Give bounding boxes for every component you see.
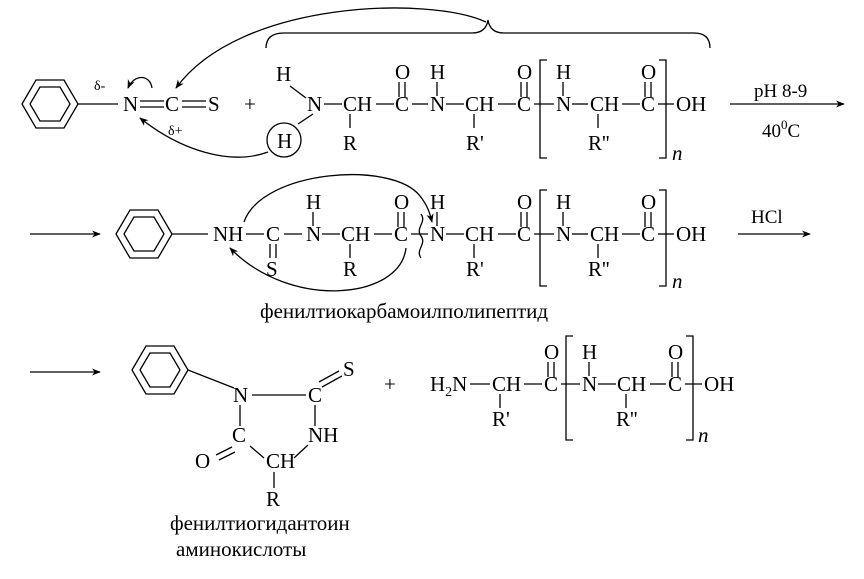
row2-terminal-oh: OH: [676, 222, 706, 246]
isothiocyanate-c-atom: C: [165, 92, 179, 116]
alpha-ch-3: CH: [590, 92, 619, 116]
product-label-line1: фенилтиогидантоин: [170, 511, 350, 535]
row3-amide-n: N: [582, 372, 597, 396]
row3-carbonyl-o-2: O: [668, 340, 683, 364]
plus-sign-2: +: [384, 372, 396, 396]
intermediate-label: фенилтиокарбамоилполипептид: [260, 299, 548, 323]
row2-amide-n-2: N: [430, 222, 445, 246]
repeat-bracket-right-1: [659, 59, 667, 159]
carbonyl-o-1: O: [395, 60, 410, 84]
cyclization-arrow-bottom: [229, 247, 407, 292]
side-chain-r-double-prime-1: R'': [588, 131, 610, 155]
hydantoin-ch: CH: [266, 449, 295, 473]
amide-h-2: H: [556, 60, 571, 84]
row2-alpha-ch-2: CH: [465, 222, 494, 246]
row2-side-chain-r: R: [343, 257, 357, 281]
proton-transfer-arrow: [139, 117, 269, 158]
row3-side-chain-r-prime: R': [492, 407, 510, 431]
thiocarbonyl-s: S: [266, 257, 278, 281]
step1-ph-condition: pH 8-9: [754, 81, 807, 102]
row2-amide-h-3: H: [556, 190, 571, 214]
hydantoin-thione-s: S: [343, 357, 355, 381]
row2-amide-h-1: H: [306, 190, 321, 214]
row2-amide-h-2: H: [430, 190, 445, 214]
free-amine-h2n: H2N: [430, 372, 467, 400]
repeat-n-3: n: [698, 423, 709, 447]
hydantoin-c4: C: [232, 423, 246, 447]
amide-n-1: N: [430, 92, 445, 116]
row2-carbonyl-o-3: O: [641, 190, 656, 214]
row2-side-chain-r-double-prime: R'': [588, 257, 610, 281]
amide-h-1: H: [430, 60, 445, 84]
side-chain-r-prime-1: R': [466, 131, 484, 155]
terminal-oh-1: OH: [676, 92, 706, 116]
row3-alpha-ch-2: CH: [617, 372, 646, 396]
row3-terminal-oh: OH: [704, 372, 734, 396]
alpha-ch-1: CH: [343, 92, 372, 116]
carbonyl-c-1: C: [395, 92, 409, 116]
phenyl-ring-3: [131, 345, 235, 395]
row3-amide-h: H: [582, 340, 597, 364]
carbonyl-o-2: O: [517, 60, 532, 84]
step1-temperature: 400C: [762, 117, 800, 142]
reactive-h-circle: [266, 122, 302, 158]
row2-carbonyl-o-1: O: [394, 190, 409, 214]
cleavage-wavy-line: [418, 213, 424, 259]
carbonyl-c-3: C: [641, 92, 655, 116]
isothiocyanate-s-atom: S: [208, 92, 220, 116]
hydantoin-nh: NH: [308, 423, 338, 447]
side-chain-r-1: R: [343, 131, 357, 155]
delta-plus-charge: δ+: [168, 124, 183, 139]
alpha-ch-2: CH: [465, 92, 494, 116]
repeat-bracket-left-3: [565, 335, 573, 441]
delta-minus-charge: δ-: [94, 79, 106, 94]
carbonyl-c-2: C: [517, 92, 531, 116]
isothiocyanate-n-atom: N: [123, 92, 138, 116]
phenyl-ring-1: [21, 79, 118, 129]
row2-alpha-ch-1: CH: [341, 222, 370, 246]
electron-shift-arrow-small: [127, 76, 153, 89]
step2-reagent: HCl: [751, 207, 783, 228]
row2-carbonyl-c-3: C: [641, 222, 655, 246]
row3-carbonyl-c-1: C: [544, 372, 558, 396]
row3-carbonyl-c-2: C: [668, 372, 682, 396]
hydantoin-c2: C: [308, 383, 322, 407]
phenyl-ring-2: [115, 209, 208, 259]
row2-carbonyl-o-2: O: [517, 190, 532, 214]
repeat-bracket-left-2: [539, 189, 547, 287]
hydantoin-side-chain-r: R: [266, 487, 280, 511]
repeat-n-2: n: [672, 269, 683, 293]
row2-carbonyl-c-1: C: [394, 222, 408, 246]
row2-carbonyl-c-2: C: [517, 222, 531, 246]
amide-n-2: N: [556, 92, 571, 116]
peptide-amine-h-circled: H: [277, 129, 292, 153]
thiourea-nh: NH: [213, 222, 243, 246]
cyclization-arrow-top: [243, 174, 434, 223]
row3-alpha-ch-1: CH: [492, 372, 521, 396]
nucleophilic-attack-arrow: [175, 7, 487, 89]
product-label-line2: аминокислоты: [176, 537, 306, 561]
row2-alpha-ch-3: CH: [590, 222, 619, 246]
repeat-bracket-right-2: [659, 189, 667, 287]
thiocarbonyl-c: C: [266, 222, 280, 246]
row2-amide-n-3: N: [556, 222, 571, 246]
peptide-amine-h-top: H: [276, 62, 291, 86]
repeat-bracket-right-3: [686, 335, 694, 441]
plus-sign-1: +: [244, 92, 256, 116]
repeat-bracket-left-1: [539, 59, 547, 159]
carbonyl-o-3: O: [641, 60, 656, 84]
peptide-amine-n: N: [307, 92, 322, 116]
hydantoin-n1: N: [233, 383, 248, 407]
row3-carbonyl-o-1: O: [544, 340, 559, 364]
peptide-brace: [265, 19, 711, 49]
row2-side-chain-r-prime: R': [466, 257, 484, 281]
hydantoin-carbonyl-o: O: [195, 449, 210, 473]
repeat-n-1: n: [672, 141, 683, 165]
row2-amide-n-1: N: [306, 222, 321, 246]
row3-side-chain-r-double-prime: R'': [616, 407, 638, 431]
